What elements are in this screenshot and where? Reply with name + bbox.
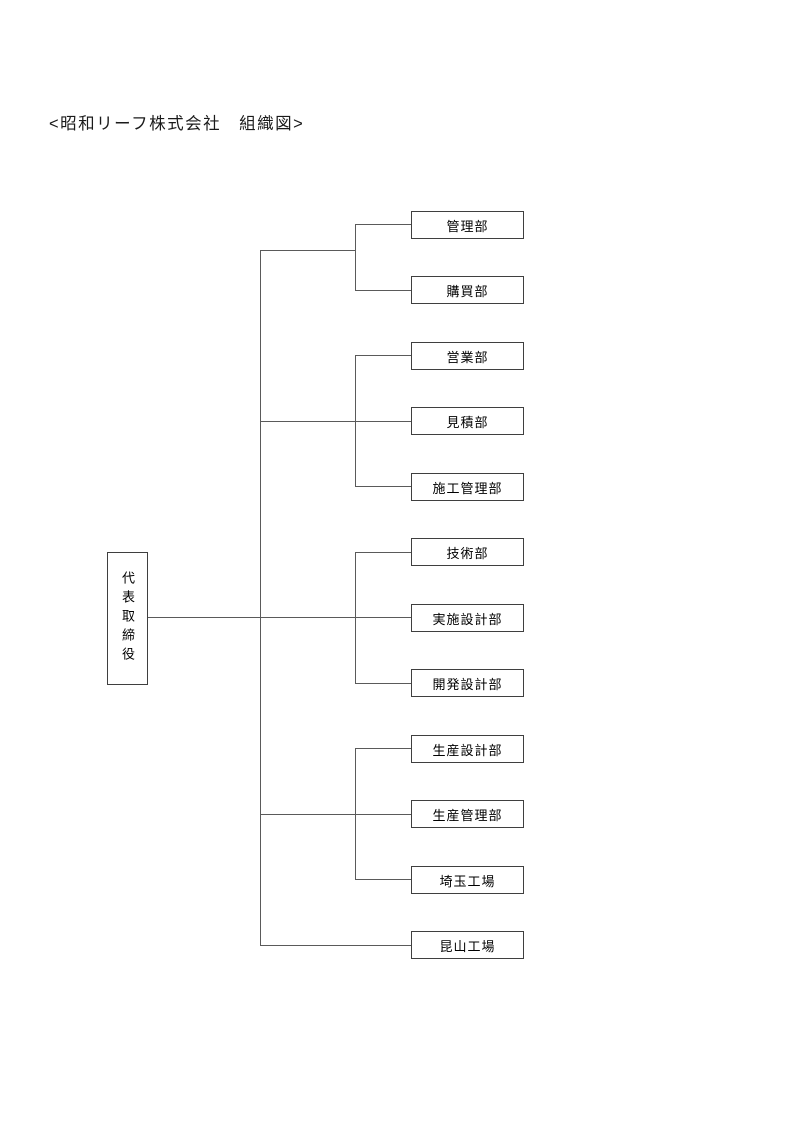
- connector-group2-stub-bottom: [355, 486, 411, 487]
- construction-mgmt-dept-box: 施工管理部: [411, 473, 524, 501]
- production-mgmt-dept-label: 生産管理部: [432, 807, 503, 823]
- admin-dept-label: 管理部: [446, 218, 489, 234]
- development-design-dept-label: 開発設計部: [432, 676, 503, 692]
- connector-root-to-middle-row: [148, 617, 411, 618]
- implementation-design-dept-box: 実施設計部: [411, 604, 524, 632]
- saitama-factory-label: 埼玉工場: [439, 873, 496, 889]
- connector-group2-vertical: [355, 355, 356, 487]
- connector-group4-stub-top: [355, 748, 411, 749]
- connector-group2-branch: [260, 421, 411, 422]
- connector-kunshan-branch: [260, 945, 411, 946]
- engineering-dept-box: 技術部: [411, 538, 524, 566]
- page-title: <昭和リーフ株式会社 組織図>: [49, 115, 305, 133]
- kunshan-factory-box: 昆山工場: [411, 931, 524, 959]
- production-mgmt-dept-box: 生産管理部: [411, 800, 524, 828]
- purchasing-dept-label: 購買部: [446, 283, 489, 299]
- connector-main-trunk: [260, 250, 261, 946]
- production-design-dept-box: 生産設計部: [411, 735, 524, 763]
- connector-group3-vertical: [355, 552, 356, 684]
- admin-dept-box: 管理部: [411, 211, 524, 239]
- production-design-dept-label: 生産設計部: [432, 742, 503, 758]
- purchasing-dept-box: 購買部: [411, 276, 524, 304]
- connector-group1-branch: [260, 250, 356, 251]
- estimation-dept-label: 見積部: [446, 414, 489, 430]
- saitama-factory-box: 埼玉工場: [411, 866, 524, 894]
- connector-group3-stub-top: [355, 552, 411, 553]
- kunshan-factory-label: 昆山工場: [439, 938, 496, 954]
- ceo-box: 代表取締役: [107, 552, 148, 685]
- construction-mgmt-dept-label: 施工管理部: [432, 480, 503, 496]
- engineering-dept-label: 技術部: [446, 545, 489, 561]
- connector-group4-branch: [260, 814, 411, 815]
- connector-group3-stub-bottom: [355, 683, 411, 684]
- connector-group4-vertical: [355, 748, 356, 880]
- connector-group1-stub-bottom: [355, 290, 411, 291]
- connector-group4-stub-bottom: [355, 879, 411, 880]
- sales-dept-label: 営業部: [446, 349, 489, 365]
- ceo-label: 代表取締役: [120, 571, 135, 666]
- connector-group1-stub-top: [355, 224, 411, 225]
- sales-dept-box: 営業部: [411, 342, 524, 370]
- connector-group1-vertical: [355, 224, 356, 291]
- development-design-dept-box: 開発設計部: [411, 669, 524, 697]
- estimation-dept-box: 見積部: [411, 407, 524, 435]
- implementation-design-dept-label: 実施設計部: [432, 611, 503, 627]
- connector-group2-stub-top: [355, 355, 411, 356]
